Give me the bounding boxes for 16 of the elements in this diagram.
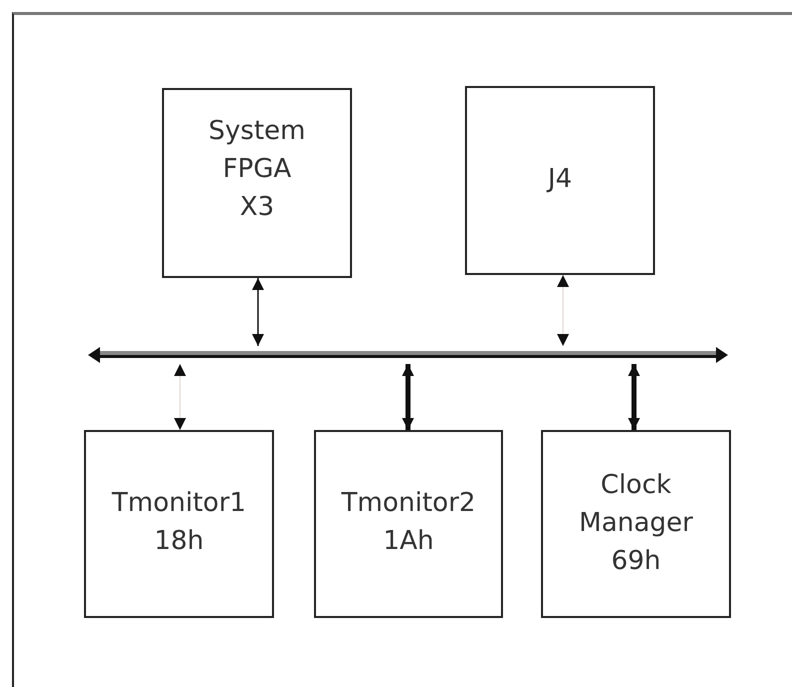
block-box: [162, 88, 352, 278]
block-label: System FPGA X3: [208, 115, 306, 224]
block-label: Clock Manager 69h: [578, 469, 694, 578]
block-label: Tmonitor2 1Ah: [340, 487, 477, 558]
block-box: [314, 430, 503, 618]
arrow: [628, 364, 640, 430]
arrow: [174, 364, 186, 430]
block-box: [541, 430, 731, 618]
bus-bar: [88, 346, 728, 364]
arrow: [252, 278, 264, 346]
block-box: [84, 430, 274, 618]
arrow: [557, 275, 569, 346]
block-box: [465, 86, 655, 275]
block-label: J4: [546, 163, 574, 196]
arrow: [402, 364, 414, 430]
block-label: Tmonitor1 18h: [110, 487, 248, 558]
